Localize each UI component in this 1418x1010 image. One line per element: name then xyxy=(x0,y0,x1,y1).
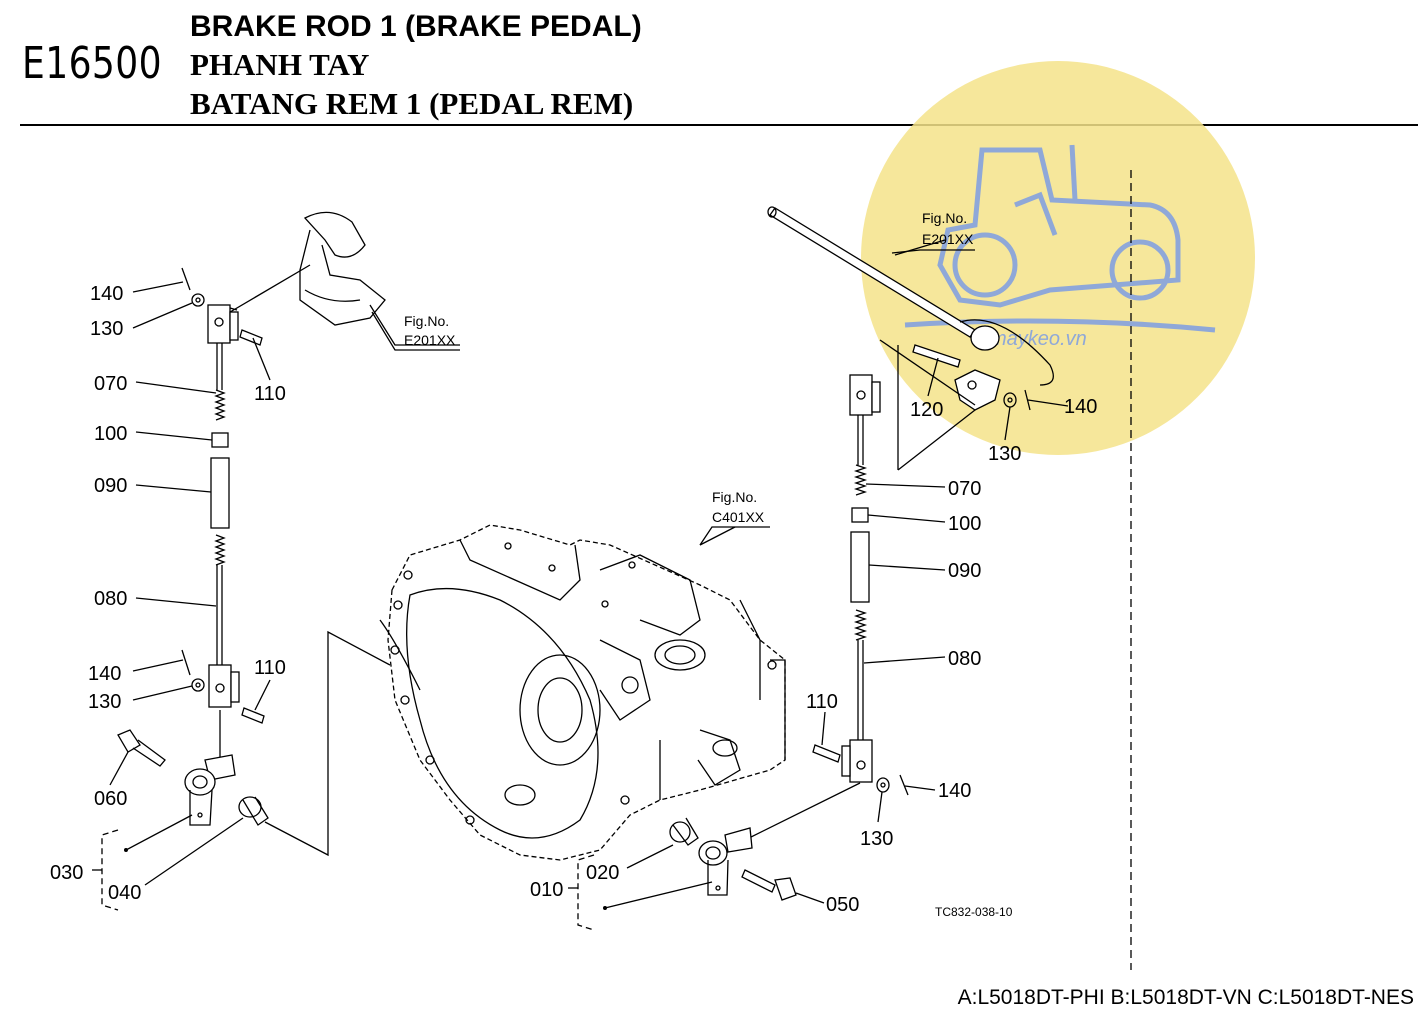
callout-050-right: 050 xyxy=(826,894,859,916)
callout-130-bottom-left: 130 xyxy=(88,691,121,713)
callout-060-left: 060 xyxy=(94,788,127,810)
callout-090-left: 090 xyxy=(94,475,127,497)
callout-120-right: 120 xyxy=(910,399,943,421)
title-english: BRAKE ROD 1 (BRAKE PEDAL) xyxy=(190,10,642,43)
transmission-case-detail xyxy=(379,539,786,839)
fig-ref-shaft: E201XX xyxy=(922,231,974,247)
right-brake-rod-assembly xyxy=(669,206,1054,901)
callout-080-left: 080 xyxy=(94,588,127,610)
right-bullet xyxy=(603,906,607,910)
model-list: A:L5018DT-PHI B:L5018DT-VN C:L5018DT-NES xyxy=(957,986,1414,1009)
callout-140-bottom-right: 140 xyxy=(938,780,971,802)
fig-label-pedal: Fig.No. xyxy=(404,313,449,329)
watermark-text: maykeo.vn xyxy=(990,328,1087,350)
maykeo-watermark: maykeo.vn xyxy=(861,61,1255,455)
callout-130-top-right: 130 xyxy=(988,443,1021,465)
callout-110-right: 110 xyxy=(806,691,838,713)
callout-070-right: 070 xyxy=(948,478,981,500)
callout-040-left: 040 xyxy=(108,882,141,904)
callout-140-top-right: 140 xyxy=(1064,396,1097,418)
case-ref-leader xyxy=(699,526,736,546)
callout-070-left: 070 xyxy=(94,373,127,395)
transmission-case xyxy=(387,524,786,861)
title-indonesian: BATANG REM 1 (PEDAL REM) xyxy=(190,86,634,121)
drawing-id: TC832-038-10 xyxy=(935,905,1013,919)
callout-080-right: 080 xyxy=(948,648,981,670)
callout-140-bottom-left: 140 xyxy=(88,663,121,685)
callout-110-bottom-left: 110 xyxy=(254,657,286,679)
header-rule xyxy=(20,124,1418,126)
callout-030-left: 030 xyxy=(50,862,83,884)
title-vietnamese: PHANH TAY xyxy=(190,47,370,82)
right-group-bracket xyxy=(577,854,595,931)
drawing-code: E16500 xyxy=(22,38,163,89)
fig-label-case: Fig.No. xyxy=(712,489,757,505)
callout-090-right: 090 xyxy=(948,560,981,582)
fig-ref-case: C401XX xyxy=(712,509,765,525)
callout-130-top-left: 130 xyxy=(90,318,123,340)
left-brake-rod-assembly xyxy=(117,211,460,857)
fig-ref-pedal: E201XX xyxy=(404,332,456,348)
left-leaders xyxy=(92,281,271,886)
callout-020-right: 020 xyxy=(586,862,619,884)
callout-110-top-left: 110 xyxy=(254,383,286,405)
fig-label-shaft: Fig.No. xyxy=(922,210,967,226)
callout-140-top-left: 140 xyxy=(90,283,123,305)
left-bullet xyxy=(124,848,128,852)
callout-100-left: 100 xyxy=(94,423,127,445)
callout-010-right: 010 xyxy=(530,879,563,901)
callout-100-right: 100 xyxy=(948,513,981,535)
right-leaders xyxy=(371,249,1069,909)
callout-130-bottom-right: 130 xyxy=(860,828,893,850)
